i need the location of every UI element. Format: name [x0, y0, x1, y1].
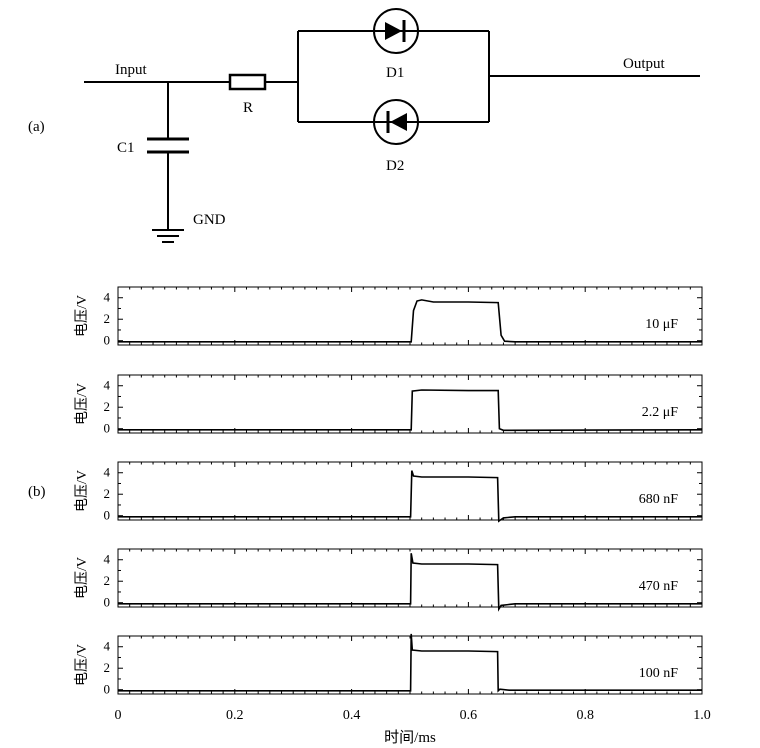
y-tick-label: 4 [104, 465, 111, 480]
circuit-diagram: (a) Input R C1 GND D1 [28, 8, 700, 243]
shared-x-axis: 0 0.2 0.4 0.6 0.8 1.0 [115, 708, 711, 723]
resistor-label: R [243, 100, 253, 116]
y-tick-label: 0 [104, 508, 111, 523]
y-axis-label: 电压/V [74, 644, 90, 686]
y-axis-label: 电压/V [74, 383, 90, 425]
x-axis-label: 时间/ms [384, 729, 436, 746]
waveform-line [118, 553, 702, 612]
capacitor-label: C1 [117, 140, 135, 156]
y-tick-label: 0 [104, 421, 111, 436]
waveform-charts: 0 2 4 电压/V 10 μF 0 2 4 电压/V 2.2 μF 0 2 4 电压/V 680 nF 0 2… [74, 286, 703, 697]
y-tick-label: 0 [104, 595, 111, 610]
waveform-panel: 0 2 4 电压/V 680 nF [74, 461, 703, 523]
y-tick-label: 4 [104, 290, 111, 305]
input-label: Input [115, 62, 147, 78]
y-tick-label: 2 [104, 311, 111, 326]
x-tick-label: 1.0 [693, 708, 711, 723]
plot-frame [117, 374, 703, 434]
y-tick-label: 2 [104, 573, 111, 588]
series-label: 680 nF [639, 492, 679, 507]
series-label: 10 μF [645, 317, 678, 332]
waveform-panel: 0 2 4 电压/V 100 nF [74, 633, 703, 697]
plot-frame [117, 286, 703, 346]
x-tick-label: 0.4 [343, 708, 361, 723]
y-axis-label: 电压/V [74, 295, 90, 337]
series-label: 2.2 μF [642, 405, 679, 420]
x-tick-label: 0.6 [460, 708, 478, 723]
waveform-line [118, 470, 702, 523]
diode-d2-label: D2 [386, 158, 404, 174]
waveform-panel: 0 2 4 电压/V 2.2 μF [74, 374, 703, 436]
y-tick-label: 2 [104, 660, 111, 675]
y-tick-label: 2 [104, 486, 111, 501]
waveform-line [118, 299, 702, 343]
series-label: 470 nF [639, 579, 679, 594]
y-tick-label: 4 [104, 552, 111, 567]
y-tick-label: 4 [104, 639, 111, 654]
waveform-line [118, 633, 702, 693]
diode-d1-symbol [373, 8, 419, 54]
y-axis-label: 电压/V [74, 470, 90, 512]
x-tick-label: 0.8 [576, 708, 594, 723]
diode-d2-symbol [373, 99, 419, 145]
x-tick-label: 0.2 [226, 708, 244, 723]
y-tick-label: 0 [104, 333, 111, 348]
x-tick-label: 0 [115, 708, 122, 723]
panel-label-b: (b) [28, 484, 46, 500]
diode-d1-label: D1 [386, 65, 404, 81]
resistor-symbol [228, 73, 267, 91]
y-tick-label: 2 [104, 399, 111, 414]
waveform-panel: 0 2 4 电压/V 10 μF [74, 286, 703, 348]
y-tick-label: 0 [104, 682, 111, 697]
waveform-line [118, 389, 703, 432]
waveform-panel: 0 2 4 电压/V 470 nF [74, 548, 703, 612]
output-label: Output [623, 56, 666, 72]
ground-label: GND [193, 212, 226, 228]
series-label: 100 nF [639, 666, 679, 681]
y-tick-label: 4 [104, 378, 111, 393]
y-axis-label: 电压/V [74, 557, 90, 599]
panel-label-a: (a) [28, 119, 45, 135]
